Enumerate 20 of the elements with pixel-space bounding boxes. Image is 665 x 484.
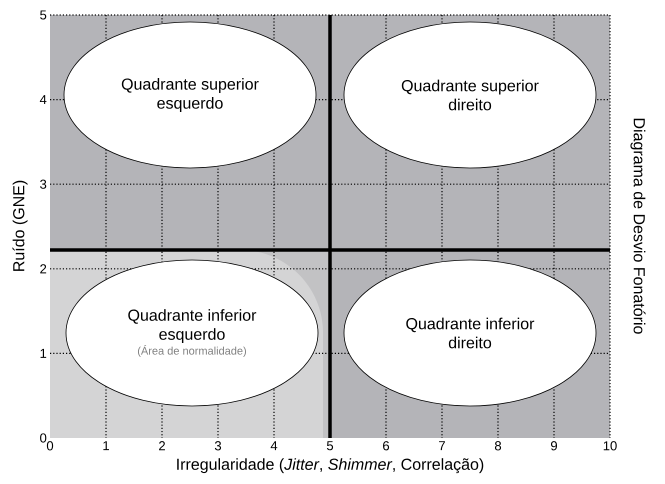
tick-label: 6 — [383, 441, 390, 450]
tick-label: 8 — [494, 441, 502, 450]
side-label: Diagrama de Desvio Fonatório — [630, 118, 646, 334]
axis-label: Ruído (GNE) — [12, 180, 28, 271]
tick-label: 3 — [40, 180, 46, 189]
tick-label: 1 — [40, 348, 46, 358]
tick-label: 2 — [40, 264, 46, 274]
tick-label: 7 — [439, 441, 445, 450]
tick-label: 10 — [604, 441, 617, 450]
tick-label: 0 — [40, 433, 46, 443]
tick-label: 3 — [214, 441, 222, 450]
tick-label: 4 — [270, 441, 278, 450]
tick-label: 1 — [103, 441, 109, 450]
tick-label: 0 — [46, 441, 54, 450]
tick-label: 4 — [40, 95, 46, 104]
tick-label: 5 — [40, 10, 46, 20]
tick-label: 2 — [159, 441, 165, 450]
tick-label: 5 — [326, 441, 334, 450]
tick-label: 9 — [551, 441, 557, 450]
axis-label: Irregularidade (Jitter, Shimmer, Correlação) — [177, 458, 484, 474]
